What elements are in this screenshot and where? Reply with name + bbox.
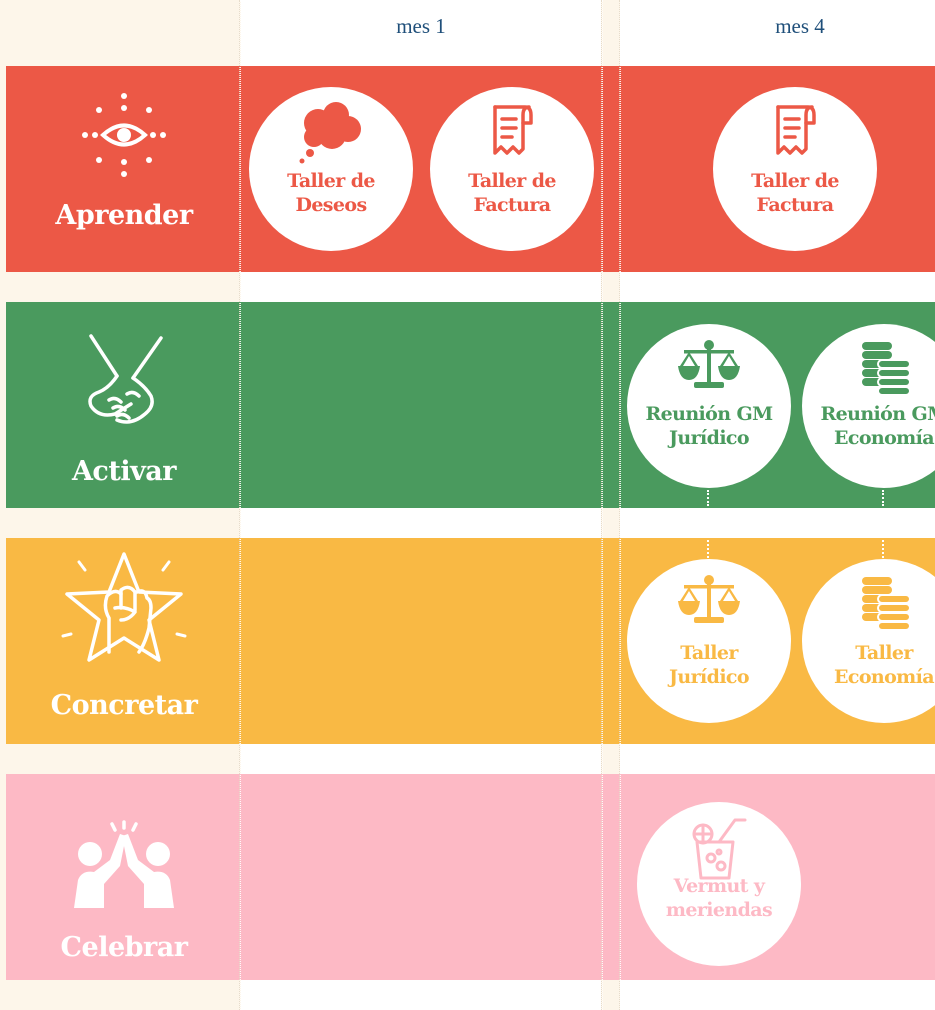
activity-label: Taller Jurídico [669, 642, 750, 688]
activity-taller-factura-mes-1[interactable]: Taller de Factura [430, 87, 594, 251]
receipt-icon [493, 105, 533, 155]
drink-glass-icon [692, 818, 747, 880]
activity-taller-economia[interactable]: Taller Economía [802, 559, 935, 723]
divider-mid-a [601, 0, 602, 1010]
stage-aprender: Aprender [6, 66, 242, 272]
stage-activar: Activar [6, 302, 242, 508]
activity-label: Reunión GM Jurídico [645, 403, 773, 449]
stage-concretar: Concretar [6, 538, 242, 744]
divider-mid-2 [620, 0, 621, 1010]
coins-icon [862, 577, 911, 631]
connector-juridico-bottom [707, 540, 709, 558]
activity-taller-deseos[interactable]: Taller de Deseos [249, 87, 413, 251]
activity-label: Taller de Factura [751, 170, 839, 216]
column-header-mes-1: mes 1 [396, 14, 446, 38]
divider-mid-b [619, 0, 620, 1010]
high-five-icon [74, 820, 174, 908]
activity-label: Taller de Deseos [287, 170, 375, 216]
activity-label: Taller de Factura [468, 170, 556, 216]
receipt-icon [776, 105, 816, 155]
holding-hands-icon [88, 334, 163, 424]
activity-label: Taller Economía [833, 642, 935, 688]
divider-left-outer [239, 0, 240, 1010]
connector-economia-bottom [882, 540, 884, 558]
stage-label-activar: Activar [71, 456, 177, 487]
raised-fist-star-icon [61, 552, 187, 662]
divider-left [240, 0, 241, 1010]
activity-taller-factura-mes-4[interactable]: Taller de Factura [713, 87, 877, 251]
activity-reunion-gm-economia[interactable]: Reunión GM Economía [802, 324, 935, 488]
coins-icon [862, 342, 911, 396]
stage-label-celebrar: Celebrar [60, 932, 188, 963]
row-concretar: Concretar [6, 538, 935, 744]
activity-vermut-meriendas[interactable]: Vermut y meriendas [637, 802, 801, 966]
stage-label-concretar: Concretar [50, 690, 198, 721]
divider-mid-1 [602, 0, 603, 1010]
column-header-mes-4: mes 4 [775, 14, 825, 38]
activity-taller-juridico[interactable]: Taller Jurídico [627, 559, 791, 723]
thought-cloud-icon [299, 102, 361, 164]
activity-reunion-gm-juridico[interactable]: Reunión GM Jurídico [627, 324, 791, 488]
stage-celebrar: Celebrar [6, 774, 242, 980]
activity-label: Vermut y meriendas [665, 875, 773, 921]
activity-label: Reunión GM Economía [820, 403, 935, 449]
stage-label-aprender: Aprender [55, 200, 193, 231]
connector-economia-top [882, 490, 884, 506]
row-activar: Activar [6, 302, 935, 508]
scales-icon [678, 340, 740, 388]
connector-juridico-top [707, 490, 709, 506]
scales-icon [678, 575, 740, 623]
eye-icon [82, 93, 166, 177]
